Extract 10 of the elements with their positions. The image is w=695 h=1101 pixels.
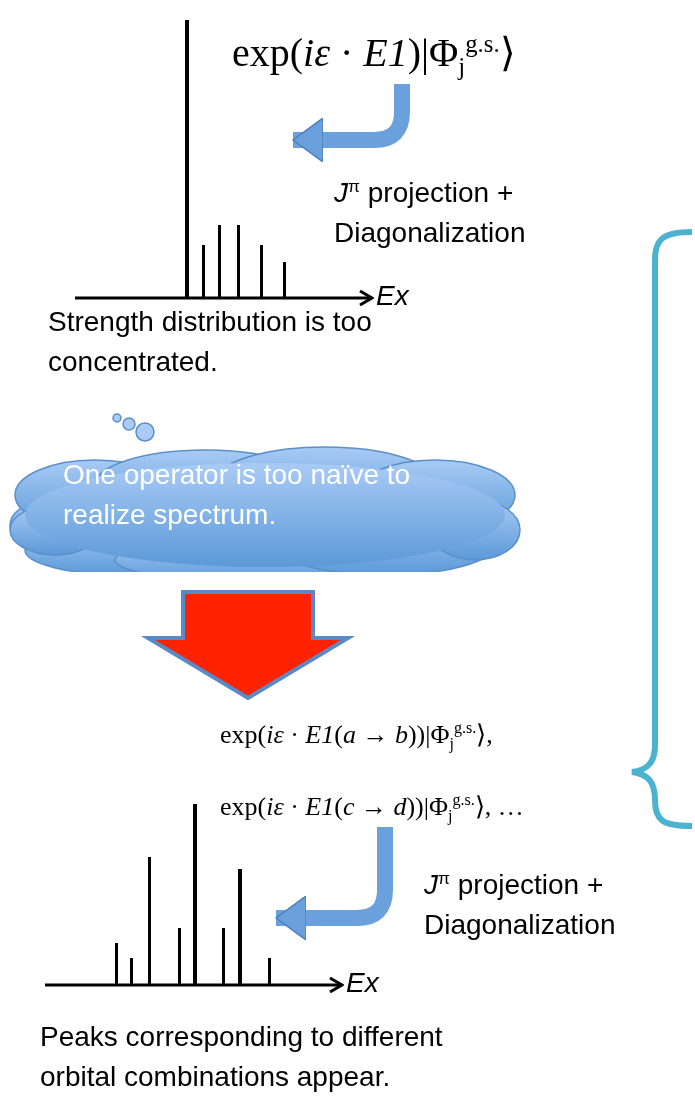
block-arrow: [140, 590, 356, 701]
axis-label: Ex: [376, 279, 409, 313]
caption-text: Peaks corresponding to different orbital combinations appear.: [40, 1020, 444, 1094]
formula: exp(iε · E1(c → d))|Φ$_{j}$$^{g.s.}$⟩, …: [220, 789, 525, 827]
formula: exp(iε · E1)|Φ$_{j}$$^{g.s.}$⟩: [232, 29, 517, 83]
curved-arrow: [275, 827, 393, 941]
axis-label: Ex: [346, 966, 379, 1000]
formula: exp(iε · E1(a → b))|Φ$_{j}$$^{g.s.}$⟩,: [220, 718, 494, 755]
cloud-text: One operator is too naïve to realize spectrum.: [63, 458, 412, 532]
caption-text: Strength distribution is too concentrated.: [48, 305, 373, 379]
